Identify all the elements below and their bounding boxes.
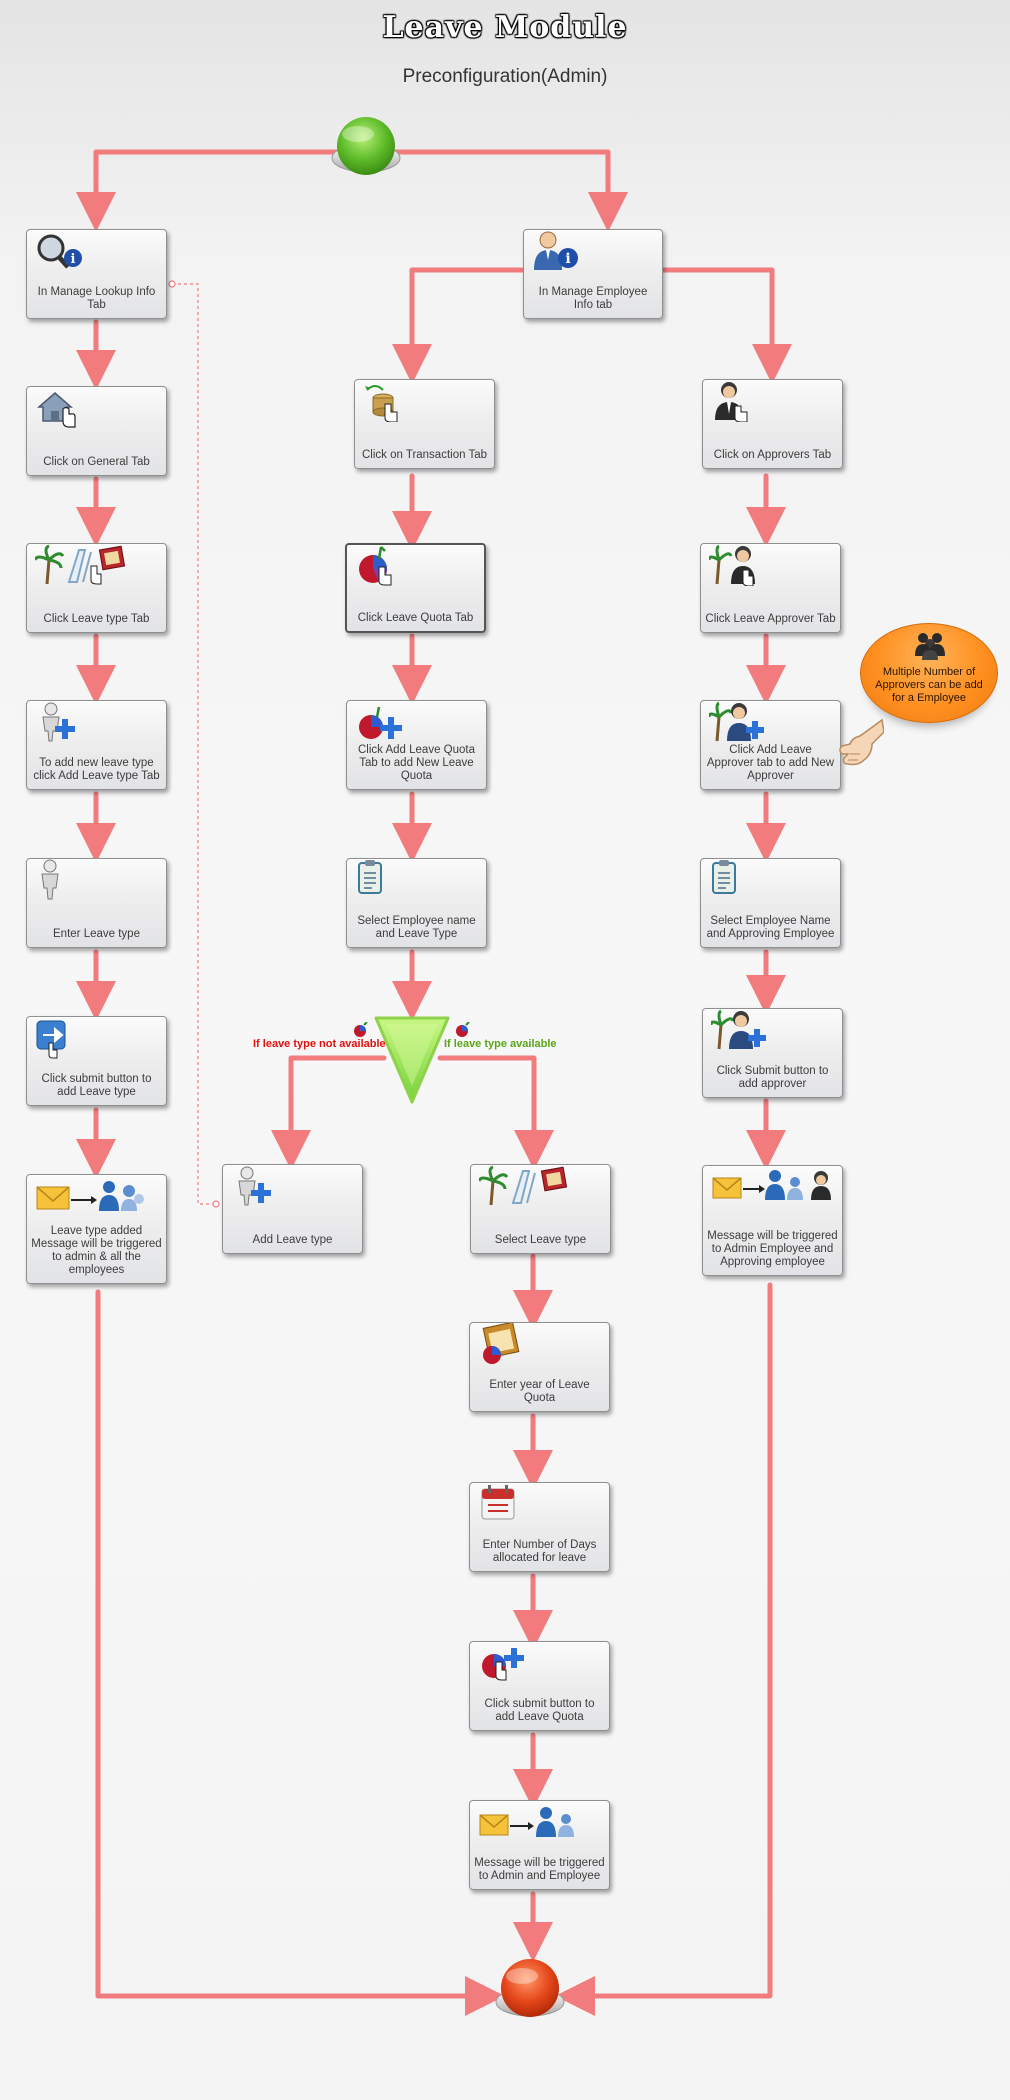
connector-start-right xyxy=(389,149,628,232)
branch-yes-label: If leave type available xyxy=(444,1038,557,1050)
pie-hand-icon xyxy=(355,546,399,587)
page-subtitle: Preconfiguration(Admin) xyxy=(402,66,608,87)
node-add-leave-approver-tab[interactable]: Click Add Leave Approver tab to add New … xyxy=(700,700,841,790)
node-label: Click Add Leave Quota Tab to add New Lea… xyxy=(358,744,475,782)
node-enter-leave-type[interactable]: Enter Leave type xyxy=(26,858,167,948)
node-leave-type-added[interactable]: Leave type added Message will be trigger… xyxy=(26,1174,167,1284)
node-message-admin-employee[interactable]: Message will be triggered to Admin and E… xyxy=(469,1800,610,1890)
quota-plus-icon xyxy=(478,1648,526,1684)
node-label: In Manage Employee Info tab xyxy=(538,286,648,311)
pie-icon xyxy=(354,1022,368,1037)
dotted-link xyxy=(172,283,216,1205)
clipboard-icon xyxy=(355,860,385,901)
pie-icon xyxy=(456,1022,470,1037)
approvers-callout: Multiple Number of Approvers can be add … xyxy=(860,623,998,723)
end-node xyxy=(495,1959,565,2017)
node-approvers-tab[interactable]: Click on Approvers Tab xyxy=(702,379,843,469)
node-leave-approver-tab[interactable]: Click Leave Approver Tab xyxy=(700,543,841,633)
node-leave-type-tab[interactable]: Click Leave type Tab xyxy=(26,543,167,633)
node-submit-quota[interactable]: Click submit button to add Leave Quota xyxy=(469,1641,610,1731)
node-label: Click Submit button to add approver xyxy=(716,1065,829,1090)
submit-arrow-icon xyxy=(35,1020,69,1059)
coins-hand-icon xyxy=(363,385,407,422)
node-label: Click on Transaction Tab xyxy=(361,449,488,461)
clipboard-icon xyxy=(709,860,739,901)
node-label: Enter year of Leave Quota xyxy=(489,1379,590,1404)
node-add-leave-type-tab[interactable]: To add new leave type click Add Leave ty… xyxy=(26,700,167,790)
holiday-icons xyxy=(479,1165,569,1207)
mail-to-users-icon xyxy=(478,1807,582,1843)
node-label: Click on General Tab xyxy=(43,456,150,468)
start-node xyxy=(331,117,401,175)
node-enter-days[interactable]: Enter Number of Days allocated for leave xyxy=(469,1482,610,1572)
pie-plus-icon xyxy=(355,706,403,743)
connector-right-to-end xyxy=(555,1282,773,2016)
person-icon xyxy=(35,859,65,901)
node-employee-info[interactable]: i In Manage Employee Info tab xyxy=(523,229,663,319)
calendar-chart-icon xyxy=(478,1323,526,1365)
decision-node xyxy=(374,1016,450,1104)
node-label: Enter Leave type xyxy=(53,928,140,940)
branch-no-label: If leave type not available xyxy=(253,1038,386,1050)
node-message-approver[interactable]: Message will be triggered to Admin Emplo… xyxy=(702,1165,843,1276)
connector-start-left xyxy=(76,149,343,232)
node-label: Click Leave Quota Tab xyxy=(357,612,474,624)
pointing-hand-icon xyxy=(839,718,884,766)
node-select-leave-type[interactable]: Select Leave type xyxy=(470,1164,611,1254)
node-lookup-info[interactable]: i In Manage Lookup Info Tab xyxy=(26,229,167,319)
group-icon xyxy=(913,630,947,665)
svg-text:i: i xyxy=(71,252,76,267)
businessman-hand-icon xyxy=(711,382,755,422)
node-label: Click submit button to add Leave type xyxy=(41,1073,152,1098)
node-add-leave-quota-tab[interactable]: Click Add Leave Quota Tab to add New Lea… xyxy=(346,700,487,790)
node-label: Message will be triggered to Admin Emplo… xyxy=(707,1230,838,1268)
node-transaction-tab[interactable]: Click on Transaction Tab xyxy=(354,379,495,469)
node-label: Add Leave type xyxy=(252,1234,333,1246)
person-plus-icon xyxy=(35,702,79,743)
mail-to-users-icon xyxy=(35,1181,147,1217)
approver-hand-icon xyxy=(709,544,769,586)
node-label: Click Leave Approver Tab xyxy=(705,613,836,625)
node-label: Select Employee name and Leave Type xyxy=(357,915,476,940)
node-label: Select Leave type xyxy=(494,1234,587,1246)
node-label: Message will be triggered to Admin and E… xyxy=(474,1857,605,1882)
svg-text:i: i xyxy=(565,251,570,267)
calendar-icon xyxy=(478,1485,518,1525)
node-enter-year[interactable]: Enter year of Leave Quota xyxy=(469,1322,610,1412)
node-general-tab[interactable]: Click on General Tab xyxy=(26,386,167,476)
node-add-leave-type[interactable]: Add Leave type xyxy=(222,1164,363,1254)
node-label: Click submit button to add Leave Quota xyxy=(484,1698,595,1723)
node-select-employee-approver[interactable]: Select Employee Name and Approving Emplo… xyxy=(700,858,841,948)
approver-plus-icon xyxy=(709,701,769,743)
node-label: Click Add Leave Approver tab to add New … xyxy=(706,744,835,782)
approver-plus-icon xyxy=(711,1009,771,1051)
node-leave-quota-tab[interactable]: Click Leave Quota Tab xyxy=(345,543,486,633)
magnifier-info-icon: i xyxy=(35,234,83,272)
node-label: Leave type added Message will be trigger… xyxy=(31,1225,162,1276)
house-hand-icon xyxy=(35,392,79,429)
page-title: Leave Module xyxy=(382,10,628,45)
node-label: Enter Number of Days allocated for leave xyxy=(482,1539,597,1564)
person-plus-icon xyxy=(231,1166,275,1207)
callout-text: Multiple Number of Approvers can be add … xyxy=(875,666,983,704)
connector-left-to-end xyxy=(95,1289,505,2016)
node-label: In Manage Lookup Info Tab xyxy=(37,286,156,311)
node-select-employee-leave[interactable]: Select Employee name and Leave Type xyxy=(346,858,487,948)
node-label: Click on Approvers Tab xyxy=(713,449,832,461)
holiday-icons xyxy=(35,544,125,586)
node-label: Click Leave type Tab xyxy=(43,613,150,625)
user-info-icon: i xyxy=(532,231,580,272)
node-label: Select Employee Name and Approving Emplo… xyxy=(706,915,835,940)
node-submit-approver[interactable]: Click Submit button to add approver xyxy=(702,1008,843,1098)
node-submit-leave-type[interactable]: Click submit button to add Leave type xyxy=(26,1016,167,1106)
node-label: To add new leave type click Add Leave ty… xyxy=(33,757,160,782)
mail-to-users-icon xyxy=(711,1170,835,1208)
